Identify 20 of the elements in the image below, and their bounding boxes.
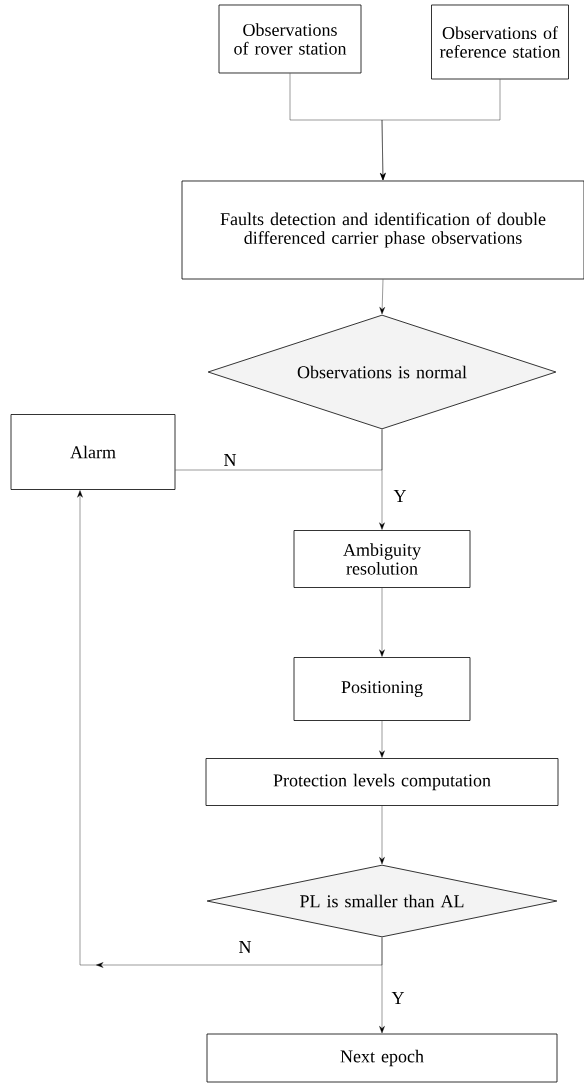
arrow — [379, 429, 385, 530]
process-box: Faults detection and identification of double differenced carrier phase observations — [181, 180, 584, 280]
edge-label: N — [239, 941, 252, 953]
arrow — [77, 490, 383, 968]
process-box: Ambiguity resolution — [293, 530, 471, 588]
process-box: Observations of reference station — [431, 4, 569, 80]
arrow — [379, 587, 385, 657]
edge-label: N — [224, 454, 237, 466]
edge-label: Y — [393, 490, 407, 502]
process-box: Alarm — [10, 414, 176, 490]
edge-label: Y — [391, 992, 405, 1004]
arrow — [379, 937, 385, 1034]
process-box: Positioning — [293, 657, 471, 721]
arrow — [379, 279, 385, 315]
process-box: Observations of rover station — [218, 4, 362, 74]
arrow — [380, 79, 501, 181]
arrow — [379, 805, 385, 865]
process-box: Protection levels computation — [205, 758, 559, 806]
process-box: Next epoch — [206, 1033, 558, 1083]
arrow — [379, 720, 385, 758]
